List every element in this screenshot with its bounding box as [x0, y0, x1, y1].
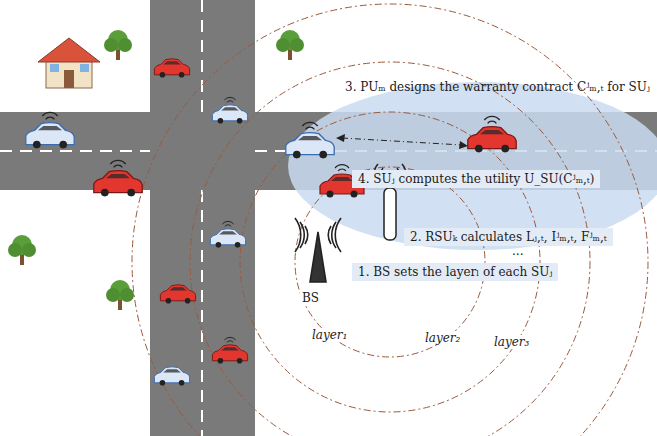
car — [154, 367, 189, 386]
tree — [8, 235, 36, 265]
callout-box: 1. BS sets the layerₗ of each SUⱼ — [352, 263, 558, 281]
lane-marking — [0, 150, 150, 152]
car — [26, 112, 74, 148]
layer-circle — [132, 4, 648, 436]
vertical-road — [150, 0, 255, 436]
house — [38, 38, 100, 88]
car — [154, 59, 189, 78]
car — [212, 97, 247, 123]
tree — [104, 30, 132, 60]
layer-circles — [132, 4, 648, 436]
car — [286, 122, 334, 158]
car — [210, 221, 245, 247]
layer-label: layer₂ — [423, 331, 462, 345]
lane-marking — [201, 190, 203, 436]
annotation: ... — [512, 244, 523, 258]
tree — [106, 280, 134, 310]
layer-label: layer₃ — [492, 335, 531, 349]
annotation: BS — [300, 291, 321, 305]
step-text: 3. PUₘ designs the warranty contract Cʲₘ… — [345, 80, 650, 94]
car — [212, 337, 247, 363]
layer-circle — [295, 167, 485, 357]
contract-link — [336, 134, 468, 149]
step-text: 4. SUⱼ computes the utility U_SU(Cʲₘ,ₜ) — [358, 172, 594, 186]
car — [160, 285, 195, 304]
layer-label: layer₁ — [310, 328, 349, 342]
step-text: 1. BS sets the layerₗ of each SUⱼ — [358, 265, 552, 279]
step-text: 2. RSUₖ calculates Lⱼ,ₜ, Iʲₘ,ₜ, Fʲₘ,ₜ — [410, 230, 607, 244]
tree — [276, 30, 304, 60]
layer-circle — [240, 112, 540, 412]
layer-circle — [190, 62, 590, 436]
callout-box: 4. SUⱼ computes the utility U_SU(Cʲₘ,ₜ) — [352, 170, 600, 188]
car — [468, 116, 516, 152]
car — [94, 160, 142, 196]
base-station — [295, 218, 341, 282]
callout-box: 2. RSUₖ calculates Lⱼ,ₜ, Iʲₘ,ₜ, Fʲₘ,ₜ — [404, 228, 613, 246]
coverage-region — [288, 82, 657, 250]
lane-marking — [201, 0, 203, 112]
